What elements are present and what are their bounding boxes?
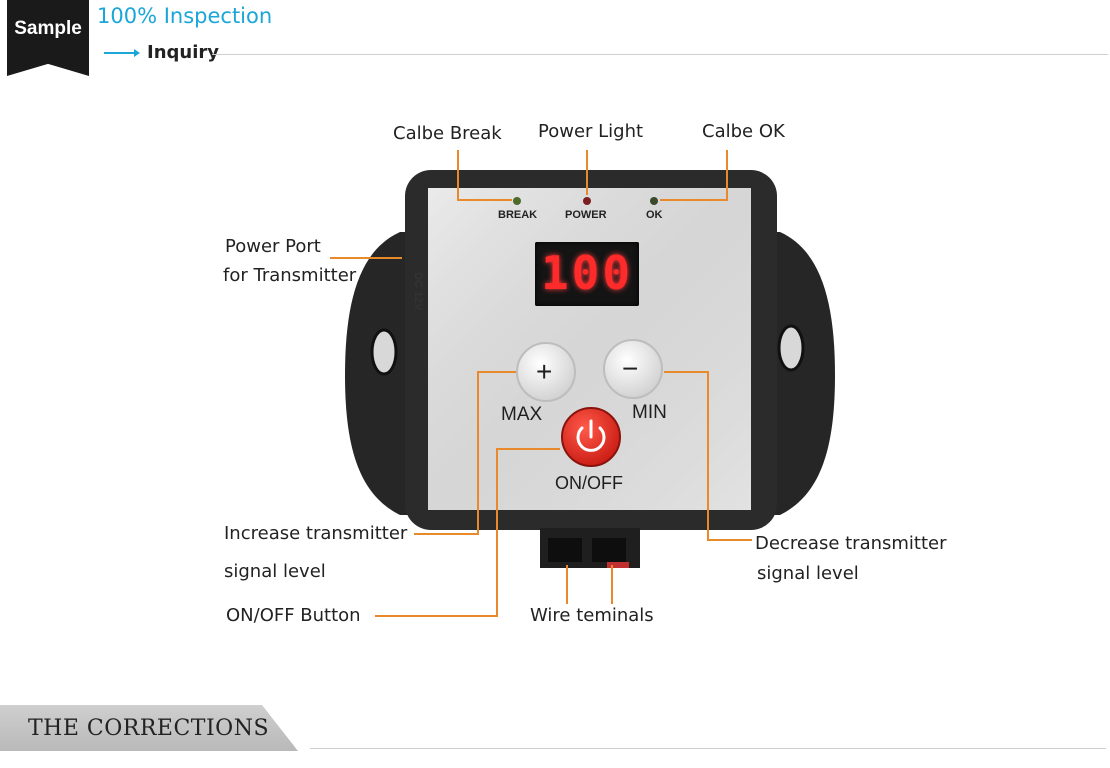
callout-power-port-line2: for Transmitter xyxy=(223,265,357,286)
max-button xyxy=(516,342,576,402)
min-button xyxy=(603,339,663,399)
onoff-label: ON/OFF xyxy=(555,473,623,493)
mount-hole-left xyxy=(370,328,398,376)
max-label: MAX xyxy=(501,404,543,425)
ok-indicator-label: OK xyxy=(646,209,663,221)
led-display: 100 xyxy=(535,242,639,306)
callout-power-port-line1: Power Port xyxy=(225,236,321,257)
callout-wire-terminals: Wire teminals xyxy=(530,605,654,626)
ok-led xyxy=(650,197,658,205)
header-divider xyxy=(212,54,1108,55)
callout-cable-break: Calbe Break xyxy=(393,123,502,144)
sample-tab-label: Sample xyxy=(14,18,82,39)
power-led xyxy=(583,197,591,205)
voltage-label: DC 12V xyxy=(412,272,424,311)
footer-divider xyxy=(310,748,1106,749)
display-value: 100 xyxy=(540,246,634,300)
callout-power-light: Power Light xyxy=(538,121,644,142)
minus-icon[interactable]: − xyxy=(622,353,639,384)
callout-increase-line1: Increase transmitter xyxy=(224,523,408,544)
break-indicator-label: BREAK xyxy=(498,209,538,221)
callout-lines xyxy=(330,150,752,617)
callout-cable-ok: Calbe OK xyxy=(702,121,785,142)
mount-hole-right xyxy=(777,324,805,372)
corrections-tab xyxy=(0,705,298,751)
inspection-link[interactable]: 100% Inspection xyxy=(97,4,273,28)
callout-decrease-line2: signal level xyxy=(757,563,859,584)
callout-decrease-line1: Decrease transmitter xyxy=(755,533,947,554)
corrections-title: THE CORRECTIONS xyxy=(28,716,270,741)
callout-onoff-button: ON/OFF Button xyxy=(226,605,361,626)
plus-icon[interactable]: + xyxy=(536,356,553,387)
power-icon xyxy=(576,419,606,452)
arrow-right-icon xyxy=(104,49,140,57)
sample-tab[interactable]: Sample xyxy=(7,0,89,76)
callout-increase-line2: signal level xyxy=(224,561,326,582)
break-led xyxy=(513,197,521,205)
power-indicator-label: POWER xyxy=(565,209,607,221)
min-label: MIN xyxy=(632,402,667,423)
inquiry-link[interactable]: Inquiry xyxy=(147,42,219,63)
